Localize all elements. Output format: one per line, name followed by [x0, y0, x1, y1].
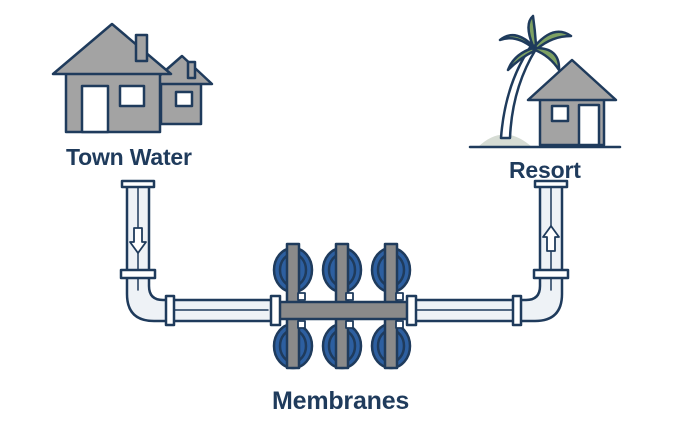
pipe-network [119, 179, 570, 327]
town-houses-icon [51, 22, 214, 134]
resort-label: Resort [509, 157, 581, 183]
membranes-label: Membranes [272, 387, 410, 415]
flow-down-arrow-icon [129, 227, 147, 254]
resort-house-with-palm-icon [468, 14, 622, 149]
town-water-label: Town Water [66, 144, 192, 170]
membrane-frame [277, 242, 413, 370]
flow-up-arrow-icon [542, 225, 560, 252]
membrane-assembly [269, 242, 418, 370]
